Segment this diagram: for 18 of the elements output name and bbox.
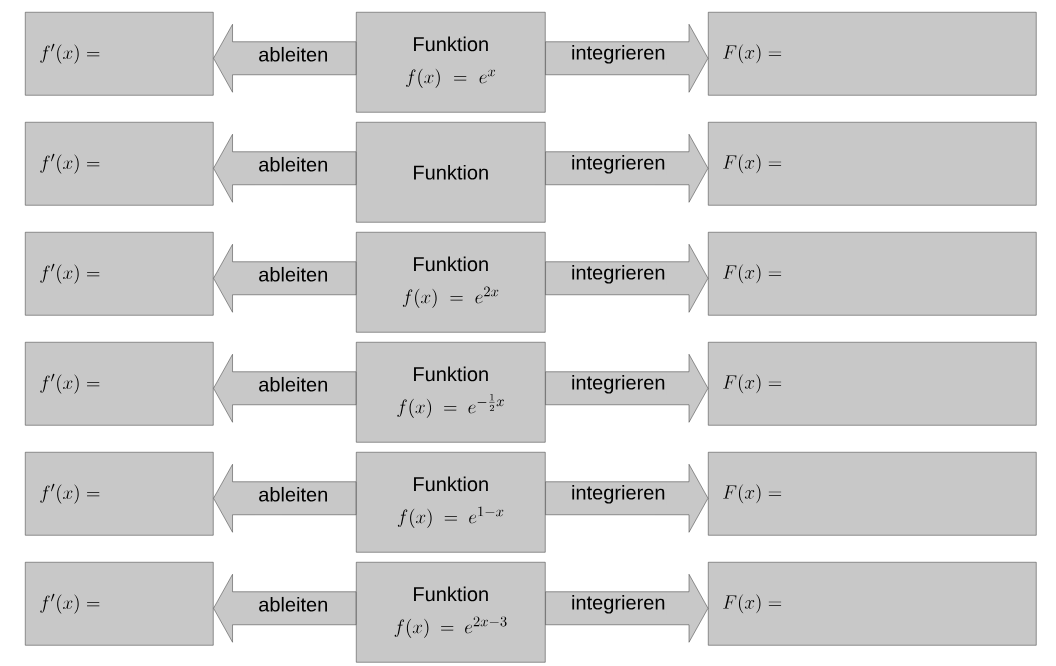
- function-box: Funktion: [356, 122, 546, 223]
- function-box: Funktion $f(x) = e^{-\frac{1}{2}x}$: [356, 342, 546, 443]
- answer-box: $F(x) =$: [708, 12, 1037, 96]
- function-box: Funktion $f(x) = e^{1-x}$: [356, 452, 546, 553]
- answer-box: $f'(x) =$: [25, 562, 214, 646]
- answer-box: $f'(x) =$: [25, 232, 214, 316]
- function-box: Funktion $f(x) = e^{2x}$: [356, 232, 546, 333]
- answer-box: $F(x) =$: [708, 232, 1037, 316]
- answer-box: $F(x) =$: [708, 562, 1037, 646]
- answer-box: $F(x) =$: [708, 122, 1037, 206]
- answer-box: $F(x) =$: [708, 342, 1037, 426]
- answer-box: $f'(x) =$: [25, 12, 214, 96]
- answer-box: $f'(x) =$: [25, 122, 214, 206]
- function-box: Funktion $f(x) = e^{2x-3}$: [356, 562, 546, 663]
- answer-box: $F(x) =$: [708, 452, 1037, 536]
- answer-box: $f'(x) =$: [25, 452, 214, 536]
- function-box: Funktion $f(x) = e^{x}$: [356, 12, 546, 113]
- answer-box: $f'(x) =$: [25, 342, 214, 426]
